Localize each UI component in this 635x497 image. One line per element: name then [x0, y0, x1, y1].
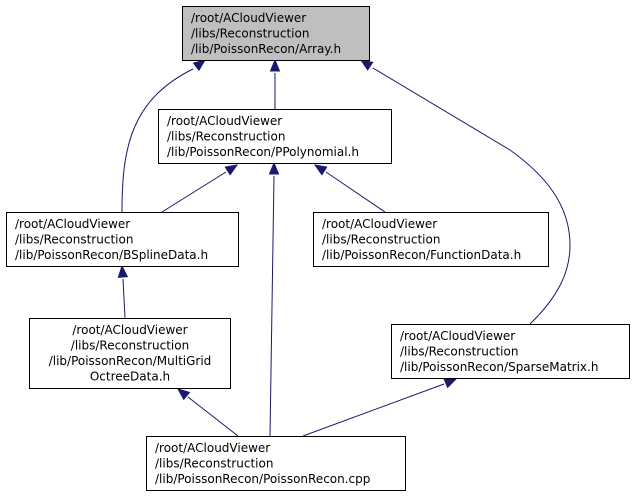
- edges-layer: [117, 58, 571, 437]
- node-label-line: /libs/Reconstruction: [400, 344, 518, 358]
- edge-multigridoctreedata-to-bsplinedata: [117, 264, 129, 319]
- node-label-line: /lib/PoissonRecon/BSplineData.h: [15, 248, 208, 262]
- edge-arrowhead: [359, 59, 374, 71]
- edge-poissonrecon-to-sparsematrix: [302, 378, 458, 437]
- edge-poissonrecon-to-ppolynomial: [268, 161, 280, 437]
- edge-arrowhead: [176, 388, 191, 401]
- node-ppolynomial[interactable]: /root/ACloudViewer/libs/Reconstruction/l…: [158, 109, 392, 164]
- node-label-line: /lib/PoissonRecon/SparseMatrix.h: [400, 360, 598, 374]
- node-label-line: /root/ACloudViewer: [167, 114, 282, 128]
- node-box[interactable]: [6, 212, 239, 267]
- edge-arrowhead: [313, 164, 328, 176]
- node-label-line: /root/ACloudViewer: [155, 441, 270, 455]
- edge-line: [121, 68, 194, 213]
- node-label-line: OctreeData.h: [90, 370, 170, 384]
- node-box[interactable]: [391, 324, 630, 379]
- node-box[interactable]: [29, 318, 231, 389]
- edge-line: [122, 278, 126, 319]
- node-label-line: /lib/PoissonRecon/PPolynomial.h: [167, 145, 359, 159]
- edge-ppolynomial-to-array: [269, 58, 281, 109]
- edge-sparsematrix-to-array: [359, 59, 571, 325]
- node-array[interactable]: /root/ACloudViewer/libs/Reconstruction/l…: [182, 6, 370, 61]
- edge-line: [372, 67, 571, 325]
- node-label-line: /root/ACloudViewer: [72, 323, 187, 337]
- edge-line: [187, 396, 239, 437]
- node-box[interactable]: [146, 436, 406, 491]
- node-functiondata[interactable]: /root/ACloudViewer/libs/Reconstruction/l…: [313, 212, 549, 267]
- edge-arrowhead: [224, 164, 239, 176]
- node-label-line: /lib/PoissonRecon/PoissonRecon.cpp: [155, 472, 370, 486]
- node-label-line: /libs/Reconstruction: [322, 232, 440, 246]
- edge-line: [302, 383, 445, 437]
- node-box[interactable]: [182, 6, 370, 61]
- edge-line: [161, 171, 227, 213]
- edge-line: [269, 175, 275, 437]
- node-box[interactable]: [158, 109, 392, 164]
- node-bsplinedata[interactable]: /root/ACloudViewer/libs/Reconstruction/l…: [6, 212, 239, 267]
- edge-arrowhead: [443, 378, 458, 389]
- node-label-line: /root/ACloudViewer: [15, 217, 130, 231]
- node-label-line: /libs/Reconstruction: [191, 26, 309, 40]
- nodes-layer: /root/ACloudViewer/libs/Reconstruction/l…: [6, 6, 630, 491]
- node-sparsematrix[interactable]: /root/ACloudViewer/libs/Reconstruction/l…: [391, 324, 630, 379]
- node-label-line: /lib/PoissonRecon/Array.h: [191, 42, 341, 56]
- edge-functiondata-to-ppolynomial: [313, 164, 386, 213]
- node-poissonrecon[interactable]: /root/ACloudViewer/libs/Reconstruction/l…: [146, 436, 406, 491]
- node-box[interactable]: [313, 212, 549, 267]
- node-label-line: /libs/Reconstruction: [167, 129, 285, 143]
- node-label-line: /root/ACloudViewer: [191, 11, 306, 25]
- node-label-line: /lib/PoissonRecon/MultiGrid: [49, 354, 212, 368]
- node-label-line: /root/ACloudViewer: [400, 329, 515, 343]
- edge-poissonrecon-to-multigridoctreedata: [176, 388, 239, 437]
- node-label-line: /root/ACloudViewer: [322, 217, 437, 231]
- edge-line: [325, 171, 386, 213]
- node-label-line: /lib/PoissonRecon/FunctionData.h: [322, 248, 521, 262]
- edge-arrowhead: [117, 264, 129, 278]
- node-label-line: /libs/Reconstruction: [71, 339, 189, 353]
- node-label-line: /libs/Reconstruction: [155, 456, 273, 470]
- edge-bsplinedata-to-ppolynomial: [161, 164, 239, 213]
- edge-arrowhead: [192, 59, 207, 72]
- edge-bsplinedata-to-array: [121, 59, 207, 213]
- node-label-line: /libs/Reconstruction: [15, 232, 133, 246]
- edge-arrowhead: [269, 58, 281, 72]
- node-multigridoctreedata[interactable]: /root/ACloudViewer/libs/Reconstruction/l…: [29, 318, 231, 389]
- edge-arrowhead: [268, 161, 280, 175]
